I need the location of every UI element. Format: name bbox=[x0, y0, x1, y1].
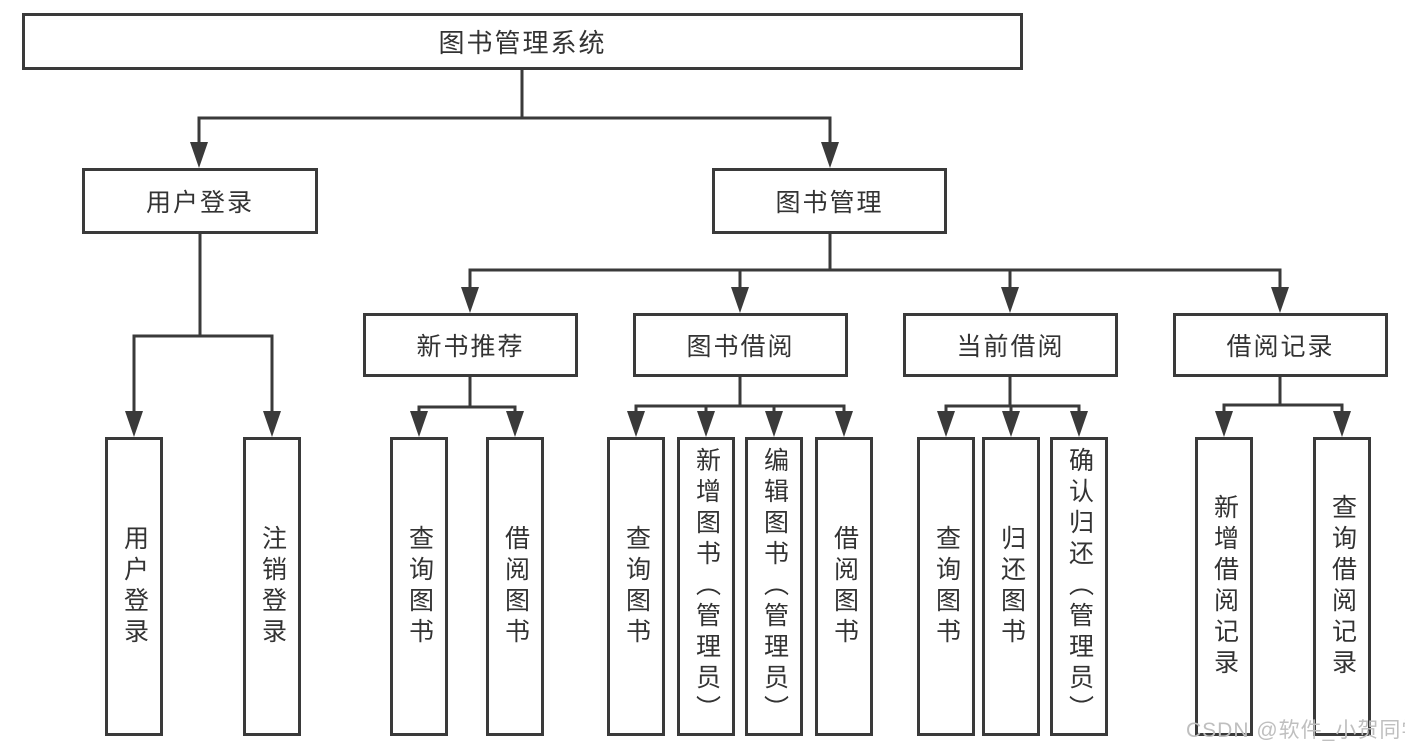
leaf-label: 借阅图书 bbox=[501, 524, 530, 649]
leaf-logout: 注销登录 bbox=[243, 437, 301, 736]
node-label: 图书管理系统 bbox=[438, 28, 607, 58]
leaf-add-borrow-record: 新增借阅记录 bbox=[1195, 437, 1253, 736]
arrowheads bbox=[125, 142, 1351, 437]
csdn-watermark: CSDN @软件_小贺同学 bbox=[1186, 719, 1405, 742]
leaf-borrow-books: 借阅图书 bbox=[815, 437, 873, 736]
leaf-label: 确认归还（管理员） bbox=[1065, 447, 1094, 726]
node-label: 图书管理 bbox=[775, 189, 884, 217]
leaf-label: 编辑图书（管理员） bbox=[760, 447, 789, 726]
leaf-return-books: 归还图书 bbox=[982, 437, 1040, 736]
leaf-edit-books-admin: 编辑图书（管理员） bbox=[745, 437, 803, 736]
node-library-management-system: 图书管理系统 bbox=[22, 13, 1023, 70]
leaf-query-books-current: 查询图书 bbox=[917, 437, 975, 736]
leaf-query-books-recommend: 查询图书 bbox=[390, 437, 448, 736]
node-label: 图书借阅 bbox=[686, 333, 795, 361]
leaf-label: 查询图书 bbox=[932, 524, 961, 649]
leaf-query-books-borrow: 查询图书 bbox=[607, 437, 665, 736]
leaf-label: 新增图书（管理员） bbox=[692, 447, 721, 726]
leaf-user-login: 用户登录 bbox=[105, 437, 163, 736]
leaf-borrow-books-recommend: 借阅图书 bbox=[486, 437, 544, 736]
node-book-management: 图书管理 bbox=[712, 168, 947, 234]
node-label: 当前借阅 bbox=[956, 333, 1065, 361]
node-current-borrowing: 当前借阅 bbox=[903, 313, 1118, 377]
node-label: 借阅记录 bbox=[1226, 333, 1335, 361]
leaf-label: 归还图书 bbox=[997, 524, 1026, 649]
leaf-label: 新增借阅记录 bbox=[1210, 493, 1239, 680]
node-label: 新书推荐 bbox=[416, 333, 525, 361]
leaf-label: 查询图书 bbox=[622, 524, 651, 649]
leaf-label: 借阅图书 bbox=[830, 524, 859, 649]
node-new-book-recommendation: 新书推荐 bbox=[363, 313, 578, 377]
leaf-label: 注销登录 bbox=[258, 524, 287, 649]
leaf-label: 查询借阅记录 bbox=[1328, 493, 1357, 680]
node-label: 用户登录 bbox=[145, 189, 254, 217]
node-borrowing-records: 借阅记录 bbox=[1173, 313, 1388, 377]
node-book-borrowing: 图书借阅 bbox=[633, 313, 848, 377]
leaf-confirm-return-admin: 确认归还（管理员） bbox=[1050, 437, 1108, 736]
node-user-login: 用户登录 bbox=[82, 168, 318, 234]
leaf-label: 用户登录 bbox=[120, 524, 149, 649]
leaf-query-borrow-record: 查询借阅记录 bbox=[1313, 437, 1371, 736]
leaf-label: 查询图书 bbox=[405, 524, 434, 649]
leaf-add-books-admin: 新增图书（管理员） bbox=[677, 437, 735, 736]
